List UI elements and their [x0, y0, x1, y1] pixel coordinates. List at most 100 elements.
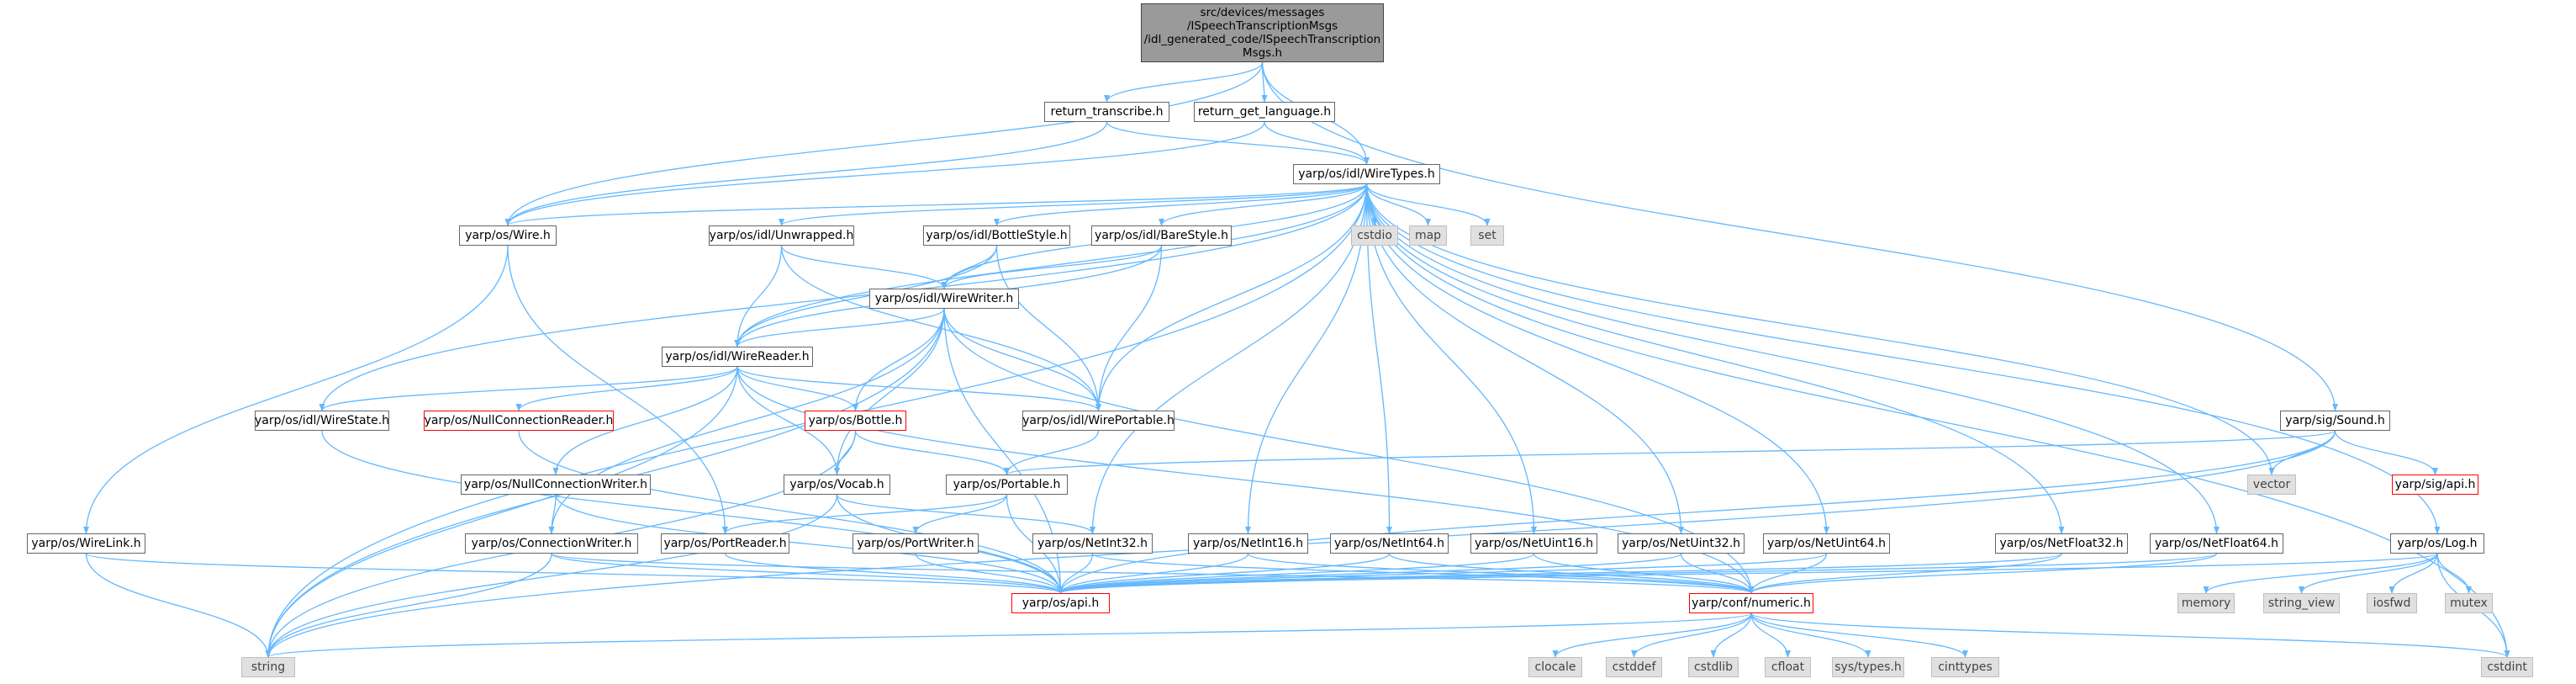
edge-connwriter-to-osapi [551, 553, 1064, 594]
node-wirereader[interactable]: yarp/os/idl/WireReader.h [662, 347, 813, 367]
edge-numeric-to-cstddef [1631, 612, 1752, 658]
node-map: map [1409, 225, 1447, 246]
node-wirestate[interactable]: yarp/os/idl/WireState.h [255, 411, 389, 431]
edge-numeric-to-cinttypes [1750, 612, 1968, 658]
edge-numeric-to-string [266, 612, 1752, 658]
edge-log-to-osapi [1058, 553, 2438, 594]
edge-log-to-string-view [2299, 553, 2438, 594]
edge-wirereader-to-nullconnreader [515, 366, 738, 411]
edge-root-to-wire [504, 61, 1264, 226]
node-portable[interactable]: yarp/os/Portable.h [946, 475, 1068, 495]
node-bottlestyle[interactable]: yarp/os/idl/BottleStyle.h [923, 225, 1070, 246]
edge-portreader-to-osapi [724, 553, 1064, 594]
node-wiretypes[interactable]: yarp/os/idl/WireTypes.h [1293, 164, 1440, 184]
edge-wirewriter-to-wireportable [943, 308, 1101, 411]
node-sound[interactable]: yarp/sig/Sound.h [2280, 411, 2390, 431]
node-osapi[interactable]: yarp/os/api.h [1011, 593, 1110, 613]
edge-unwrapped-to-wirewriter [780, 245, 948, 289]
node-set: set [1470, 225, 1504, 246]
edge-numeric-to-systypes [1750, 612, 1871, 658]
node-netfloat64[interactable]: yarp/os/NetFloat64.h [2150, 533, 2283, 554]
node-wireportable[interactable]: yarp/os/idl/WirePortable.h [1022, 411, 1175, 431]
edge-portwriter-to-osapi [915, 553, 1064, 594]
edge-vocab-to-string [265, 494, 838, 658]
edge-numeric-to-cstdint [1750, 612, 2510, 658]
edge-return-transcribe-to-wiretypes [1106, 121, 1370, 165]
node-sigapi[interactable]: yarp/sig/api.h [2392, 475, 2478, 495]
edge-wiretypes-to-bottlestyle [994, 183, 1368, 226]
node-netuint64[interactable]: yarp/os/NetUint64.h [1763, 533, 1890, 554]
edge-wiretypes-to-netint32 [1090, 183, 1368, 534]
edge-netuint16-to-osapi [1058, 553, 1535, 594]
edge-wirestate-to-osapi [321, 430, 1064, 594]
edge-connwriter-to-string [265, 553, 552, 658]
edge-barestyle-to-wireportable [1095, 245, 1163, 411]
edge-wiretypes-to-netuint16 [1365, 183, 1537, 534]
node-unwrapped[interactable]: yarp/os/idl/Unwrapped.h [709, 225, 854, 246]
node-portreader[interactable]: yarp/os/PortReader.h [661, 533, 789, 554]
node-numeric[interactable]: yarp/conf/numeric.h [1689, 593, 1813, 613]
node-root[interactable]: src/devices/messages /ISpeechTranscripti… [1141, 3, 1384, 62]
edge-wirereader-to-vocab [736, 366, 840, 475]
node-netuint32[interactable]: yarp/os/NetUint32.h [1618, 533, 1745, 554]
edge-wiretypes-to-unwrapped [779, 183, 1368, 226]
node-netint64[interactable]: yarp/os/NetInt64.h [1330, 533, 1449, 554]
node-netint16[interactable]: yarp/os/NetInt16.h [1188, 533, 1308, 554]
node-wirelink[interactable]: yarp/os/WireLink.h [27, 533, 145, 554]
node-barestyle[interactable]: yarp/os/idl/BareStyle.h [1091, 225, 1232, 246]
node-cstdio: cstdio [1351, 225, 1398, 246]
node-log[interactable]: yarp/os/Log.h [2390, 533, 2484, 554]
edge-nullconnwriter-to-osapi [555, 494, 1064, 594]
node-netuint16[interactable]: yarp/os/NetUint16.h [1470, 533, 1597, 554]
node-string: string [241, 657, 295, 677]
edge-unwrapped-to-wirereader [734, 245, 783, 347]
edge-vocab-to-netint32 [836, 494, 1095, 534]
edge-nullconnreader-to-osapi [518, 430, 1064, 594]
node-nullconnwriter[interactable]: yarp/os/NullConnectionWriter.h [461, 475, 651, 495]
edge-netuint32-to-osapi [1058, 553, 1682, 594]
edge-wirewriter-to-wirereader [734, 308, 945, 347]
node-mutex: mutex [2445, 593, 2493, 613]
edge-bottlestyle-to-wireportable [995, 245, 1101, 411]
edge-numeric-to-cfloat [1750, 612, 1791, 658]
node-bottle[interactable]: yarp/os/Bottle.h [805, 411, 906, 431]
edge-wireportable-to-portable [1004, 430, 1100, 475]
edge-sound-to-sigapi [2334, 430, 2438, 475]
edge-wiretypes-to-netuint64 [1365, 183, 1829, 534]
node-return-get-language[interactable]: return_get_language.h [1194, 102, 1335, 122]
edge-netuint64-to-osapi [1058, 553, 1828, 594]
edge-return-get-language-to-wire [504, 121, 1265, 226]
edge-wirelink-to-osapi [85, 553, 1064, 594]
edge-bottle-to-portable [854, 430, 1010, 475]
edge-wiretypes-to-wire [504, 183, 1368, 226]
node-netfloat32[interactable]: yarp/os/NetFloat32.h [1995, 533, 2128, 554]
edge-wiretypes-to-wireportable [1095, 183, 1368, 411]
edge-netfloat32-to-osapi [1058, 553, 2062, 594]
edge-sound-to-osapi [1058, 430, 2336, 594]
node-memory: memory [2177, 593, 2235, 613]
edge-wiretypes-to-netint16 [1245, 183, 1368, 534]
node-cstdlib: cstdlib [1688, 657, 1739, 677]
edge-wiretypes-to-cstdint [1365, 183, 2510, 658]
edge-root-to-sound [1261, 61, 2338, 411]
edge-netint64-to-osapi [1058, 553, 1391, 594]
node-return-transcribe[interactable]: return_transcribe.h [1044, 102, 1169, 122]
edge-wirereader-to-nullconnwriter [552, 366, 738, 475]
edge-netint16-to-osapi [1058, 553, 1249, 594]
edge-log-to-iosfwd [2389, 553, 2438, 594]
node-wire[interactable]: yarp/os/Wire.h [459, 225, 557, 246]
edge-wiretypes-to-set [1365, 183, 1491, 226]
node-vocab[interactable]: yarp/os/Vocab.h [784, 475, 890, 495]
node-wirewriter[interactable]: yarp/os/idl/WireWriter.h [869, 289, 1019, 309]
edge-wiretypes-to-barestyle [1159, 183, 1368, 226]
edge-wiretypes-to-netfloat64 [1365, 183, 2220, 534]
node-netint32[interactable]: yarp/os/NetInt32.h [1032, 533, 1153, 554]
edge-wirelink-to-string [85, 553, 272, 658]
node-portwriter[interactable]: yarp/os/PortWriter.h [853, 533, 979, 554]
edge-netfloat64-to-osapi [1058, 553, 2218, 594]
edge-netint32-to-numeric [1091, 553, 1755, 594]
node-nullconnreader[interactable]: yarp/os/NullConnectionReader.h [424, 411, 614, 431]
edge-netint16-to-numeric [1247, 553, 1755, 594]
node-connwriter[interactable]: yarp/os/ConnectionWriter.h [465, 533, 638, 554]
